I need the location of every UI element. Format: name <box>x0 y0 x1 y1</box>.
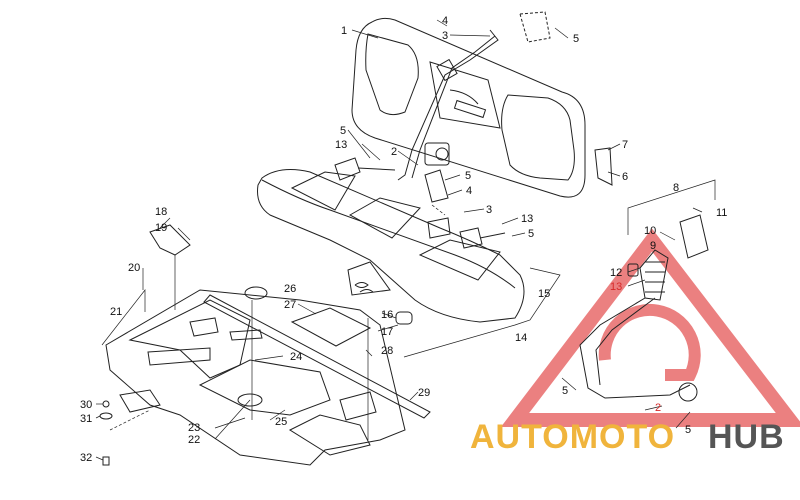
callout-12: 12 <box>610 267 622 279</box>
group-bracket-21 <box>101 288 146 346</box>
callout-13-right: 13 <box>610 281 622 293</box>
callout-28: 28 <box>381 345 393 357</box>
callout-5-left: 5 <box>340 125 346 137</box>
callout-3-top: 3 <box>442 30 448 42</box>
callout-19: 19 <box>155 222 167 234</box>
watermark-triangle <box>500 228 800 427</box>
callout-23: 23 <box>188 422 200 434</box>
callout-24: 24 <box>290 351 302 363</box>
watermark-logo <box>500 228 800 427</box>
watermark-brand-part2: HUB <box>708 418 785 456</box>
floor-panel <box>290 307 372 347</box>
callout-13-left: 13 <box>335 139 347 151</box>
callout-7: 7 <box>622 139 628 151</box>
callout-5-mid2: 5 <box>528 228 534 240</box>
callout-16: 16 <box>381 309 393 321</box>
floor-pan <box>105 289 406 466</box>
watermark-brand: AUTOMOTO HUB <box>470 418 785 456</box>
callout-5-bottom: 5 <box>685 424 691 436</box>
callout-1: 1 <box>341 25 347 37</box>
retractor-assembly <box>519 11 709 402</box>
callout-31: 31 <box>80 413 92 425</box>
seat-belt-upper <box>397 29 499 181</box>
callout-15: 15 <box>538 288 550 300</box>
callout-17: 17 <box>381 326 393 338</box>
watermark-a-mark <box>598 304 701 381</box>
callout-4-top: 4 <box>442 15 448 27</box>
plug <box>244 286 268 300</box>
callout-13-mid: 13 <box>521 213 533 225</box>
callout-6: 6 <box>622 171 628 183</box>
callout-21: 21 <box>110 306 122 318</box>
callout-10: 10 <box>644 225 656 237</box>
callout-9: 9 <box>650 240 656 252</box>
callout-25: 25 <box>275 416 287 428</box>
floor-rail <box>203 294 431 419</box>
seat-belt-buckles <box>334 157 506 249</box>
callout-11: 11 <box>716 207 727 219</box>
callout-5-lower: 5 <box>562 385 568 397</box>
callout-32: 32 <box>80 452 92 464</box>
callout-2-mid: 2 <box>391 146 397 158</box>
callout-30: 30 <box>80 399 92 411</box>
seat-backrest <box>351 17 586 198</box>
callout-20: 20 <box>128 262 140 274</box>
callout-22: 22 <box>188 434 200 446</box>
callout-5-mid: 5 <box>465 170 471 182</box>
bracket-hardware <box>99 389 161 466</box>
leader-lines <box>95 19 703 461</box>
callout-labels: 1 4 3 5 5 13 2 5 4 3 13 5 7 6 8 11 10 9 … <box>80 15 727 464</box>
group-bracket-14 <box>403 267 561 358</box>
retaining-clip <box>149 224 191 256</box>
watermark-brand-part1: AUTOMOTO <box>470 418 675 456</box>
callout-4-mid: 4 <box>466 185 472 197</box>
callout-8: 8 <box>673 182 679 194</box>
callout-18: 18 <box>155 206 167 218</box>
seat-cushion <box>257 169 525 325</box>
callout-14: 14 <box>515 332 527 344</box>
callout-2-lower: 2 <box>655 402 661 414</box>
callout-26: 26 <box>284 283 296 295</box>
callout-5-top: 5 <box>573 33 579 45</box>
callout-27: 27 <box>284 299 296 311</box>
callout-3-mid: 3 <box>486 204 492 216</box>
callout-29: 29 <box>418 387 430 399</box>
group-bracket-8 <box>627 179 716 235</box>
